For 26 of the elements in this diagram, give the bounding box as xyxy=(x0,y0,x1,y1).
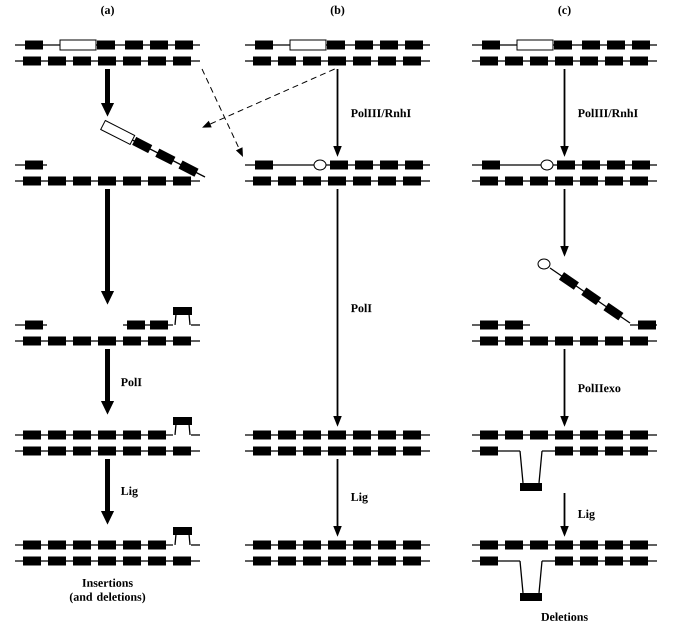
edge-label: Lig xyxy=(350,492,369,504)
dna-duplex-drawing xyxy=(472,160,657,186)
dna-duplex-drawing xyxy=(472,430,657,491)
dna-duplex-drawing xyxy=(15,417,200,456)
dna-duplex-drawing xyxy=(245,540,430,566)
dna-duplex-drawing xyxy=(245,40,430,66)
result-label: Deletions xyxy=(541,612,588,621)
panel-label: (b) xyxy=(330,6,344,16)
dna-duplex-drawing xyxy=(472,540,657,601)
dna-duplex-drawing xyxy=(15,307,200,346)
edge-label: PolIII/RnhI xyxy=(350,108,412,118)
edge-label: PolIIexo xyxy=(576,382,622,394)
edge-label: PolI xyxy=(350,302,373,314)
dna-duplex-drawing xyxy=(15,527,200,566)
edge-label: Lig xyxy=(120,486,139,498)
panel-label: (a) xyxy=(101,6,114,16)
edge-label: Lig xyxy=(576,508,596,522)
dna-duplex-drawing xyxy=(245,160,430,186)
dna-duplex-drawing xyxy=(472,40,657,66)
edge-label: PolIII/RnhI xyxy=(576,108,640,118)
dna-duplex-drawing xyxy=(245,430,430,456)
edge-label: PolI xyxy=(120,376,143,388)
panel-label: (c) xyxy=(558,6,571,16)
result-label: Insertions (and deletions) xyxy=(70,578,146,604)
dna-duplex-drawing xyxy=(15,40,200,66)
dna-duplex-drawing xyxy=(472,258,657,346)
